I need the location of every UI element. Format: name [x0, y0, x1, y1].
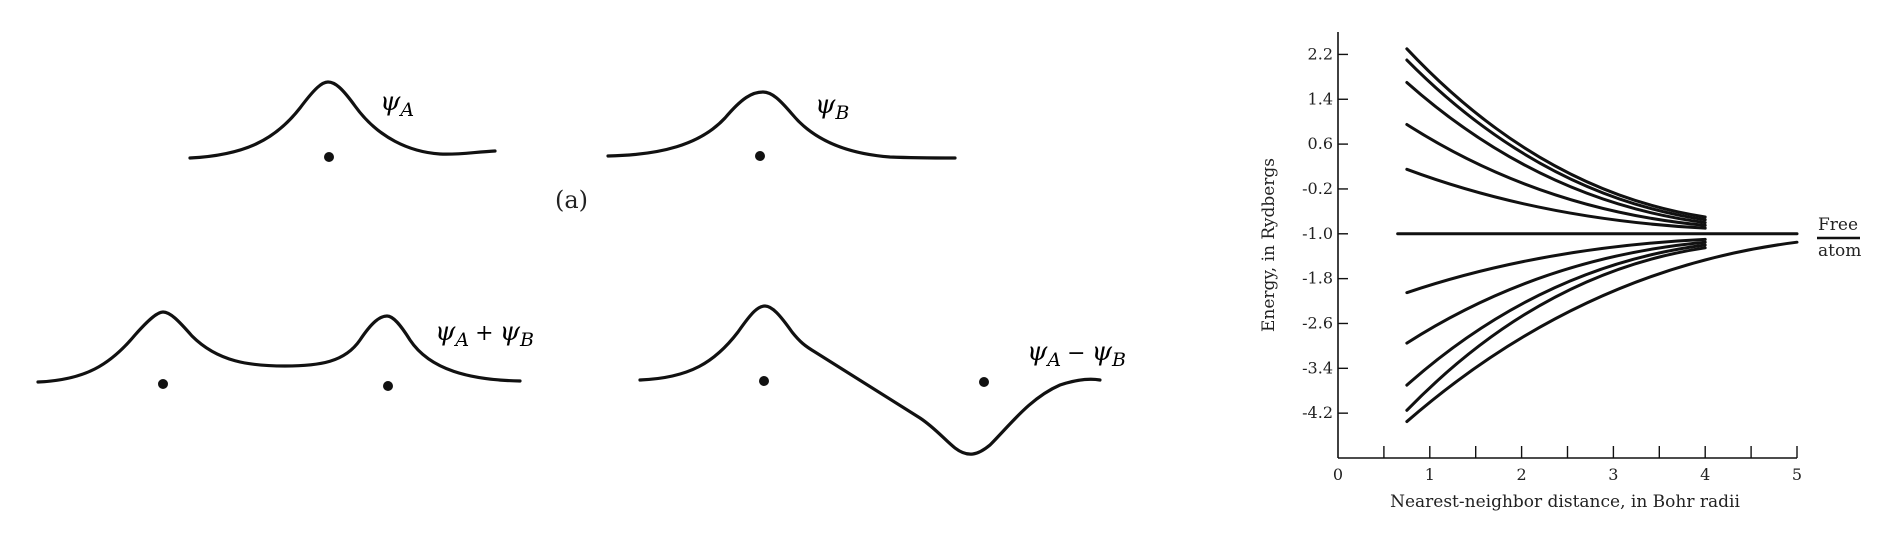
nucleus-b — [755, 151, 765, 161]
energy-level-line — [1405, 80, 1707, 225]
x-tick-label: 0 — [1333, 465, 1343, 484]
psi-a-curve — [188, 80, 497, 160]
energy-chart: 2.2 1.4 0.6 -0.2 -1.0 -1.8 -2.6 -3.4 -4.2 0 1 2 3 4 5… — [1259, 32, 1861, 512]
free-atom-label-line2: atom — [1818, 241, 1861, 261]
y-tick-label: -4.2 — [1302, 403, 1333, 422]
energy-level-line — [1405, 240, 1799, 424]
y-axis-title: Energy, in Rydbergs — [1259, 158, 1279, 332]
y-tick-label: -2.6 — [1302, 313, 1333, 332]
panel-a-label: (a) — [555, 186, 588, 214]
psi-b-curve — [606, 90, 957, 160]
y-tick-label: 2.2 — [1308, 44, 1333, 63]
psi-b-label: ψB — [815, 90, 849, 124]
energy-level-line — [1405, 122, 1707, 227]
x-ticks: 0 1 2 3 4 5 — [1333, 446, 1802, 484]
y-ticks: 2.2 1.4 0.6 -0.2 -1.0 -1.8 -2.6 -3.4 -4.2 — [1302, 44, 1348, 422]
y-tick-label: 1.4 — [1308, 89, 1333, 108]
psi-sum-label: ψA+ψB — [435, 317, 534, 351]
x-tick-label: 4 — [1700, 465, 1710, 484]
nucleus-diff-a — [759, 376, 769, 386]
x-tick-label: 5 — [1792, 465, 1802, 484]
energy-level-line — [1405, 240, 1707, 345]
x-tick-label: 2 — [1517, 465, 1527, 484]
x-axis-title: Nearest-neighbor distance, in Bohr radii — [1390, 492, 1740, 512]
energy-level-line — [1405, 246, 1707, 412]
y-tick-label: -0.2 — [1302, 179, 1333, 198]
psi-diff-curve — [638, 304, 1102, 456]
y-tick-label: 0.6 — [1308, 134, 1333, 153]
y-tick-label: -1.0 — [1302, 224, 1333, 243]
nucleus-a — [324, 152, 334, 162]
nucleus-diff-b — [979, 377, 989, 387]
psi-diff-label: ψA−ψB — [1027, 337, 1126, 371]
energy-level-line — [1405, 167, 1707, 230]
psi-a-label: ψA — [380, 87, 414, 121]
y-tick-label: -1.8 — [1302, 269, 1333, 288]
y-tick-label: -3.4 — [1302, 358, 1333, 377]
free-atom-annotation: Free atom — [1817, 215, 1861, 261]
nucleus-sum-b — [383, 381, 393, 391]
energy-level-line — [1405, 237, 1707, 295]
x-tick-label: 1 — [1425, 465, 1435, 484]
free-atom-label-line1: Free — [1818, 215, 1858, 235]
energy-levels — [1396, 47, 1799, 424]
energy-level-line — [1405, 243, 1707, 387]
nucleus-sum-a — [158, 379, 168, 389]
x-tick-label: 3 — [1608, 465, 1618, 484]
energy-level-line — [1405, 47, 1707, 219]
energy-level-line — [1405, 58, 1707, 222]
psi-sum-curve — [36, 310, 522, 384]
orbital-panel: ψA ψB (a) ψA+ψB ψA−ψB — [36, 80, 1126, 456]
